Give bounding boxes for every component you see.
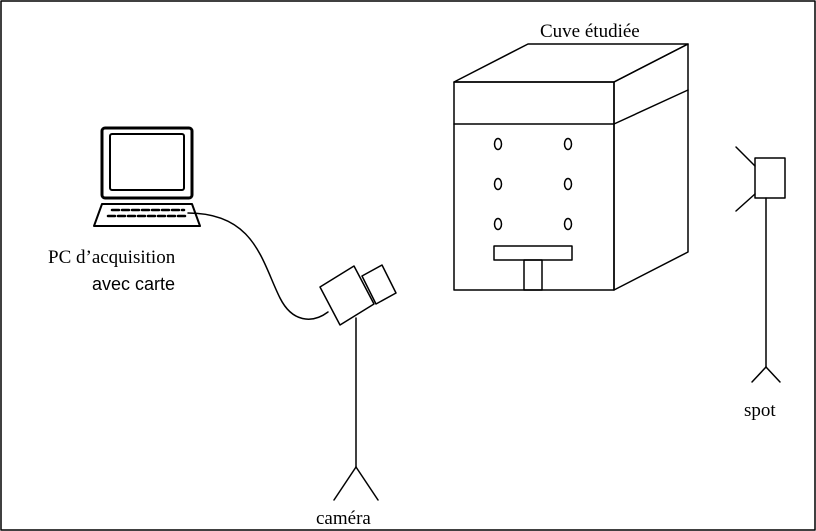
pc-camera-cable [187,212,329,320]
spot-light [735,146,786,383]
tank-outlet-stem [523,259,543,291]
tank-outlet-bar [493,245,573,261]
pc-monitor [100,126,194,200]
pc-screen [109,133,185,191]
tank-top-face [453,43,689,83]
acquisition-pc [93,126,201,227]
spot-label: spot [744,400,776,421]
tank-front-face [453,81,615,291]
spot-reflector-top [735,146,756,167]
tank-hole [563,217,573,231]
tank-hole [493,177,503,191]
camera-tripod-leg-left [333,466,357,501]
spot-head [754,157,786,199]
tank-hole [493,217,503,231]
tank-hole [493,137,503,151]
tank-right-face [613,43,689,291]
pc-keyboard [93,203,201,227]
camera-label: caméra [316,508,371,529]
camera-body [319,265,375,326]
tank-hole [563,137,573,151]
camera-tripod-leg-right [355,466,379,501]
tank-label: Cuve étudiée [540,21,640,42]
pc-keyboard-keys [106,208,190,218]
tank-fill-line-side [613,89,689,125]
studied-tank [453,43,689,291]
spot-reflector-bottom [735,193,756,212]
camera-lens [361,264,397,305]
spot-tripod-leg-left [751,366,767,383]
tank-hole [563,177,573,191]
pc-label-line1: PC d’acquisition [48,247,176,268]
pc-label-line2: avec carte [92,274,176,294]
spot-tripod-leg-right [765,366,781,383]
camera-on-tripod [319,264,397,501]
